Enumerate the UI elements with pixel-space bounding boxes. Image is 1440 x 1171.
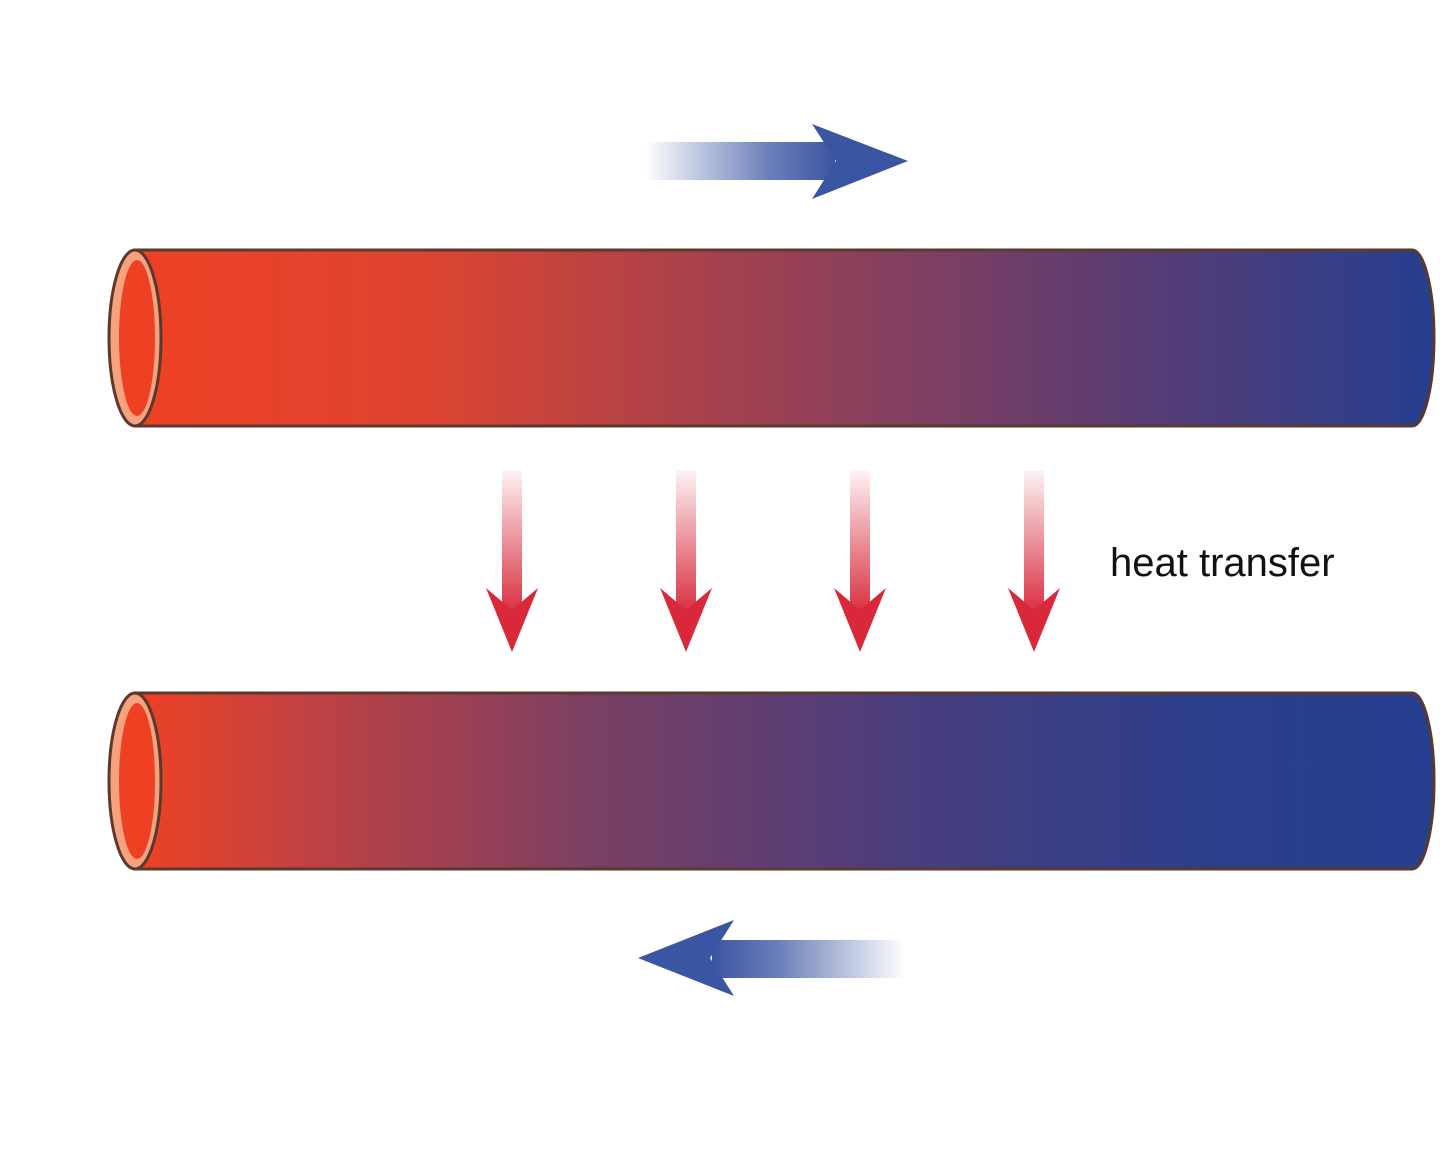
- heat-arrow-down-icon: [486, 470, 538, 652]
- heat-arrow-down-icon: [660, 470, 712, 652]
- bottom-pipe: [107, 691, 1436, 871]
- heat-arrow-down-icon: [834, 470, 886, 652]
- bottom-flow-arrow-left-icon: [638, 920, 905, 996]
- heat-transfer-arrows: [486, 470, 1060, 652]
- top-flow-arrow-right-icon: [645, 124, 908, 199]
- top-pipe: [107, 248, 1436, 428]
- heat-arrow-down-icon: [1008, 470, 1060, 652]
- heat-transfer-label: heat transfer: [1110, 541, 1335, 585]
